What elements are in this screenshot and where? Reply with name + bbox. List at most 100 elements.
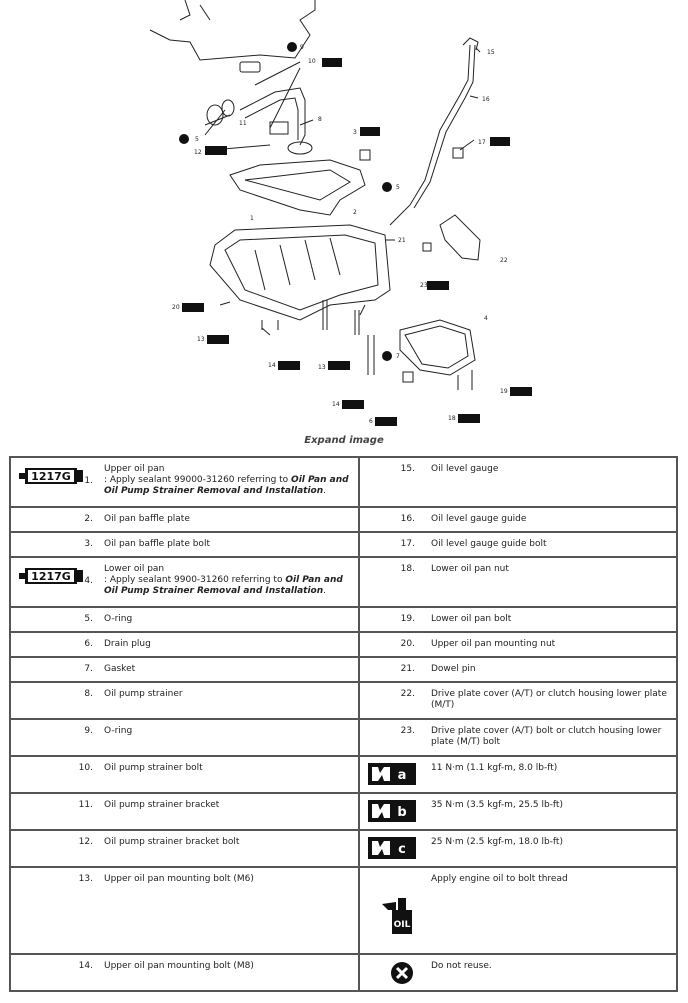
part-name: Lower oil pan — [104, 564, 165, 574]
part-label: O-ring — [104, 614, 354, 625]
callout-22: 22 — [500, 257, 508, 264]
callout-14: 14 — [268, 362, 276, 369]
part-number: 14. — [78, 961, 93, 971]
note-tail: . — [323, 486, 326, 496]
part-label: Upper oil pan mounting bolt (M6) — [104, 874, 354, 885]
svg-text:1217G: 1217G — [31, 570, 71, 583]
part-number: 20. — [400, 639, 415, 649]
legend-row-left: 10. Oil pump strainer bolt — [10, 756, 359, 793]
part-label: Oil pump strainer bolt — [104, 763, 354, 774]
part-number: 11. — [78, 800, 93, 810]
legend-row-left: 5.O-ring — [10, 607, 359, 632]
part-number: 2. — [84, 514, 93, 524]
torque-wrench-icon: b — [368, 800, 416, 822]
legend-row-left: 1217G 4. Lower oil pan: Apply sealant 9900… — [10, 557, 359, 607]
part-name: Oil pump strainer bolt — [104, 763, 203, 773]
sealant-note-text: : Apply sealant 9900-31260 referring to — [104, 575, 286, 585]
legend-row-left: 7.Gasket — [10, 657, 359, 682]
part-label: Oil pump strainer bracket — [104, 800, 354, 811]
do-not-reuse-icon — [179, 42, 392, 361]
part-number: 12. — [78, 837, 93, 847]
part-label: Oil pan baffle plate bolt — [104, 539, 354, 550]
part-number: 19. — [400, 614, 415, 624]
part-number: 7. — [84, 664, 93, 674]
legend-row-right: b 35 N·m (3.5 kgf-m, 25.5 lb-ft) — [359, 793, 677, 830]
svg-text:b: b — [397, 805, 406, 820]
part-number: 21. — [400, 664, 415, 674]
note-tail: . — [323, 586, 326, 596]
part-name: O-ring — [104, 614, 133, 624]
legend-row-left: 1217G 1. Upper oil pan: Apply sealant 9900… — [10, 457, 359, 507]
do-not-reuse-icon — [390, 961, 414, 985]
legend-row-left: 9. O-ring — [10, 719, 359, 756]
part-number: 10. — [78, 763, 93, 773]
part-number: 23. — [400, 726, 415, 736]
part-name: Oil pump strainer bracket bolt — [104, 837, 240, 847]
part-label: 35 N·m (3.5 kgf-m, 25.5 lb-ft) — [431, 800, 563, 810]
oil-can-icon: OIL — [380, 896, 416, 936]
callout-14b: 14 — [332, 401, 340, 408]
part-label: Lower oil pan: Apply sealant 9900-31260 … — [104, 564, 354, 597]
callout-5: 5 — [195, 136, 199, 143]
callout-5b: 5 — [396, 184, 400, 191]
exploded-diagram: 9 10 11 8 5 12 3 2 15 16 17 5 1 21 22 23… — [0, 0, 688, 450]
torque-wrench-icon: a — [368, 763, 416, 785]
procedure-link[interactable]: Oil Pan and Oil Pump Strainer Removal an… — [104, 575, 343, 596]
part-name: Oil pump strainer — [104, 689, 183, 699]
callout-11: 11 — [239, 120, 247, 127]
part-label: Oil pump strainer — [104, 689, 354, 700]
legend-row-left: 11. Oil pump strainer bracket — [10, 793, 359, 830]
part-label: Upper oil pan mounting nut — [431, 639, 556, 649]
part-label: Upper oil pan: Apply sealant 99000-31260… — [104, 464, 354, 497]
part-label: Oil pan baffle plate — [104, 514, 354, 525]
callout-6: 6 — [369, 418, 373, 425]
part-name: Upper oil pan — [104, 464, 165, 474]
legend-row-left: 14. Upper oil pan mounting bolt (M8) — [10, 954, 359, 991]
part-number: 22. — [400, 689, 415, 699]
part-label: Drain plug — [104, 639, 354, 650]
callout-21: 21 — [398, 237, 406, 244]
part-number: 4. — [84, 576, 93, 586]
callout-7: 7 — [396, 353, 400, 360]
callout-13b: 13 — [318, 364, 326, 371]
part-number: 1. — [84, 476, 93, 486]
legend-row-right: 20. Upper oil pan mounting nut — [359, 632, 677, 657]
legend-row-right: 15.Oil level gauge — [359, 457, 677, 507]
callout-8: 8 — [318, 116, 322, 123]
part-label: Lower oil pan nut — [431, 564, 509, 574]
legend-row-right: 22.Drive plate cover (A/T) or clutch hou… — [359, 682, 677, 719]
svg-text:1217G: 1217G — [31, 470, 71, 483]
callout-17: 17 — [478, 139, 486, 146]
part-label: Oil level gauge guide — [431, 514, 527, 524]
callout-19: 19 — [500, 388, 508, 395]
callout-18: 18 — [448, 415, 456, 422]
legend-row-left: 6.Drain plug — [10, 632, 359, 657]
legend-row-right: 23. Drive plate cover (A/T) bolt or clutc… — [359, 719, 677, 756]
part-label: Drive plate cover (A/T) bolt or clutch h… — [431, 726, 662, 747]
callout-20: 20 — [172, 304, 180, 311]
svg-text:a: a — [398, 768, 407, 783]
legend-row-right: 18.Lower oil pan nut — [359, 557, 677, 607]
part-label: O-ring — [104, 726, 354, 737]
part-name: O-ring — [104, 726, 133, 736]
part-name: Upper oil pan mounting bolt (M8) — [104, 961, 254, 971]
part-label: Do not reuse. — [431, 961, 492, 971]
callout-23: 23 — [420, 282, 428, 289]
part-number: 17. — [400, 539, 415, 549]
part-name: Oil pump strainer bracket — [104, 800, 220, 810]
part-number: 9. — [84, 726, 93, 736]
sealant-tube-icon: 1217G — [19, 566, 83, 586]
callout-3: 3 — [353, 129, 357, 136]
part-label: Oil level gauge guide bolt — [431, 539, 547, 549]
part-name: Oil pan baffle plate bolt — [104, 539, 210, 549]
sealant-tube-icon: 1217G — [19, 466, 83, 486]
callout-16: 16 — [482, 96, 490, 103]
procedure-link[interactable]: Oil Pan and Oil Pump Strainer Removal an… — [104, 475, 349, 496]
expand-image-link[interactable]: Expand image — [304, 435, 384, 446]
legend-row-right: 19.Lower oil pan bolt — [359, 607, 677, 632]
legend-row-left: 13.Upper oil pan mounting bolt (M6) — [10, 867, 359, 954]
callout-10: 10 — [308, 58, 316, 65]
